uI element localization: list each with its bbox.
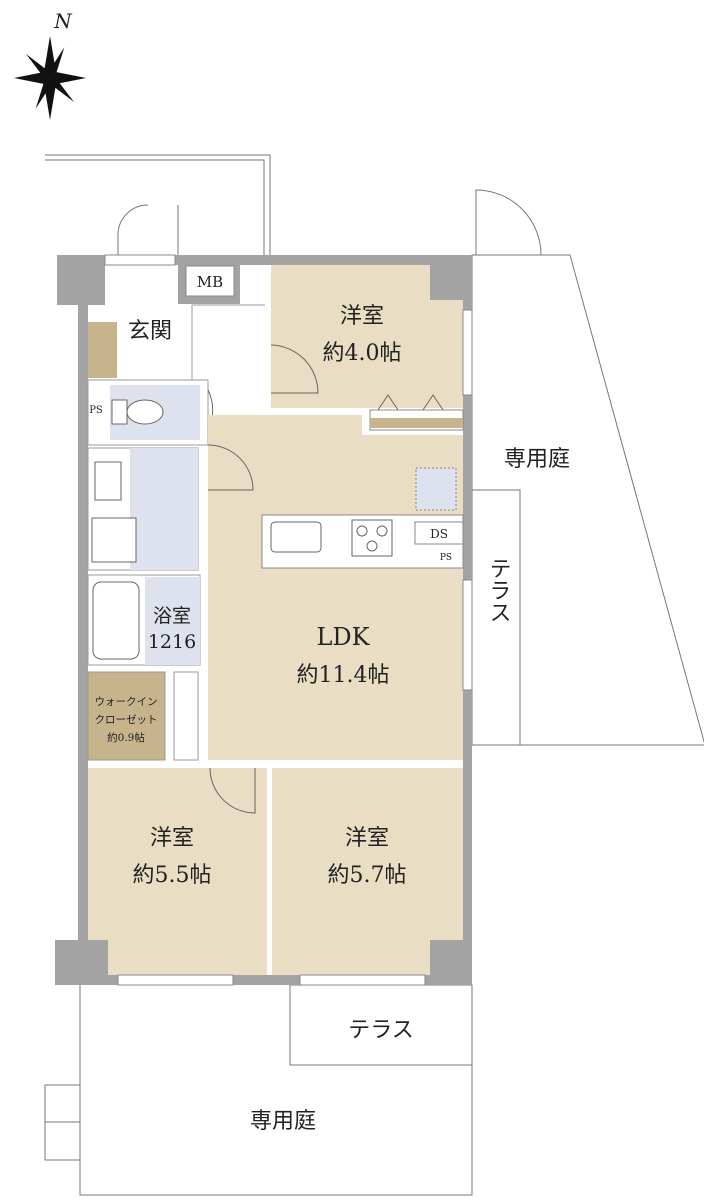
pillar [430, 940, 463, 975]
windows [104, 254, 473, 986]
ds-label: DS [430, 527, 448, 541]
meter-box [185, 265, 235, 297]
western-room-3-size: 約5.7帖 [328, 863, 407, 888]
washroom [130, 448, 198, 570]
western-room-1-size: 約4.0帖 [323, 341, 402, 366]
bathtub-icon [92, 581, 140, 660]
western-room-2-size: 約5.5帖 [133, 863, 212, 888]
south-garden-label: 専用庭 [250, 1109, 316, 1134]
kitchen-sink-icon [270, 521, 322, 553]
western-room-2-name: 洋室 [150, 826, 194, 851]
closet-western-1 [370, 418, 463, 428]
bath-name: 浴室 [153, 605, 191, 627]
western-room-3-name: 洋室 [345, 826, 389, 851]
sink-icon [94, 461, 122, 501]
north-label: N [53, 9, 73, 33]
kitchen-ps-label: PS [440, 553, 452, 563]
pillar [57, 265, 105, 305]
pillar [430, 265, 463, 300]
washing-machine-space [91, 517, 137, 563]
compass-icon [14, 36, 86, 120]
bathroom [145, 577, 200, 665]
wic-line2: クローゼット [95, 714, 158, 726]
western-room-3 [272, 768, 463, 975]
western-room-2 [88, 768, 267, 975]
fridge-space [415, 467, 457, 511]
bath-size: 1216 [148, 631, 196, 653]
east-garden-label: 専用庭 [504, 447, 570, 472]
ldk-name: LDK [316, 623, 370, 651]
pillar [55, 940, 108, 985]
east-terrace-label: テラス [486, 557, 511, 623]
western-room-1 [271, 265, 463, 408]
wic-size: 約0.9帖 [107, 731, 145, 744]
ldk-size: 約11.4帖 [297, 663, 390, 688]
wic-line1: ウォークイン [95, 696, 158, 708]
east-garden-outline [471, 254, 704, 746]
stove-icon [351, 519, 393, 557]
south-terrace-label: テラス [348, 1018, 414, 1043]
walk-in-closet [87, 671, 166, 761]
western-room-1-name: 洋室 [340, 304, 384, 329]
mb-label: MB [197, 273, 223, 291]
entrance-label: 玄関 [128, 319, 172, 344]
toilet-icon [126, 399, 164, 425]
ldk-room [208, 415, 463, 760]
shoe-closet [88, 322, 117, 378]
ps-label: PS [89, 405, 103, 416]
